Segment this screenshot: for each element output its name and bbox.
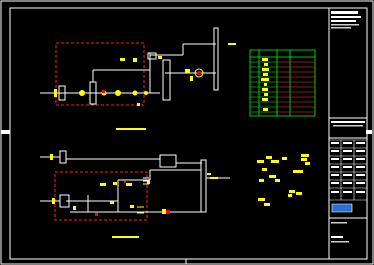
annotation-cluster <box>257 154 310 206</box>
upper-breaker-2 <box>90 82 96 104</box>
lower-schematic <box>40 151 230 238</box>
inner-frame <box>10 8 367 259</box>
lower-breaker-2 <box>60 195 69 207</box>
upper-relay <box>195 69 203 77</box>
lower-breaker-1 <box>60 151 66 163</box>
center-mark-left <box>1 130 10 134</box>
lower-transformer <box>160 155 176 167</box>
center-mark-right <box>366 130 372 134</box>
upper-bus-bar <box>214 28 218 90</box>
lower-bus-bar <box>201 160 206 212</box>
upper-zone-caption-bar <box>116 128 146 130</box>
legend-table <box>250 50 315 116</box>
title-block-header <box>331 11 358 14</box>
revision-grid <box>329 140 367 200</box>
upper-breaker-3 <box>148 53 156 59</box>
upper-schematic <box>40 28 236 130</box>
lower-zone-caption-bar <box>112 236 139 238</box>
lower-protection-zone <box>55 172 147 220</box>
upper-protection-zone <box>56 43 144 105</box>
title-block <box>329 8 367 259</box>
upper-breaker-1 <box>59 86 65 100</box>
upper-cabinet <box>163 60 170 100</box>
title-block-logo <box>332 204 352 212</box>
